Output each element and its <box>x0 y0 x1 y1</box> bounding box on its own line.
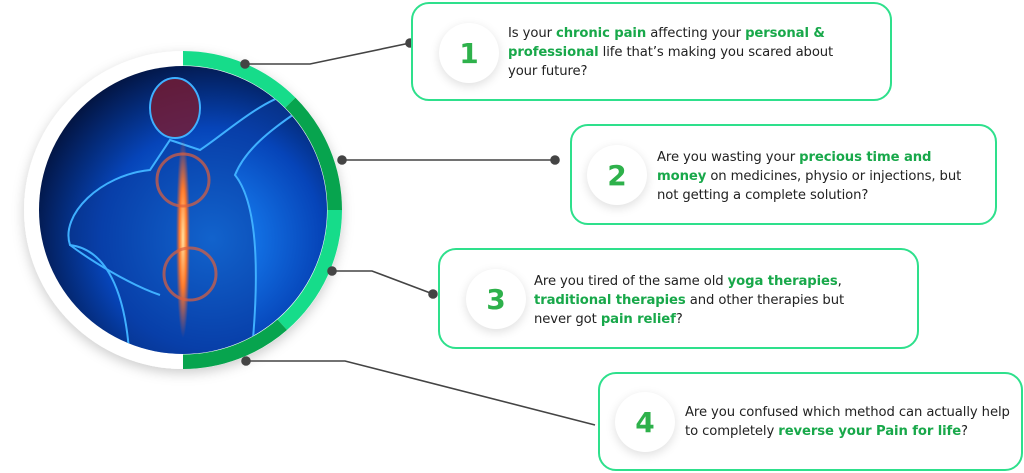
number-badge: 3 <box>466 269 526 329</box>
highlight-text: precious time and money <box>657 150 932 184</box>
text-segment: Are you wasting your <box>657 150 800 165</box>
question-card-3: 3 Are you tired of the same old yoga the… <box>438 248 919 349</box>
question-text: Is your chronic pain affecting your pers… <box>508 24 858 81</box>
number-badge: 1 <box>439 23 499 83</box>
number-badge: 2 <box>587 145 647 205</box>
connector-1 <box>245 42 411 65</box>
number-badge: 4 <box>615 392 675 452</box>
highlight-text: personal & professional <box>508 26 825 60</box>
highlight-text: reverse your Pain for life <box>778 424 962 439</box>
question-text: Are you confused which method can actual… <box>685 403 1015 441</box>
text-segment: ? <box>675 312 683 327</box>
highlight-text: yoga therapies <box>727 274 838 289</box>
text-segment: Are you confused which method can actual… <box>685 405 1010 439</box>
text-segment: Are you tired of the same old <box>534 274 728 289</box>
question-text: Are you wasting your precious time and m… <box>657 148 977 205</box>
question-card-1: 1 Is your chronic pain affecting your pe… <box>411 2 892 101</box>
highlight-text: chronic pain <box>556 26 647 41</box>
text-segment: on medicines, physio or injections, but … <box>657 169 962 203</box>
question-card-4: 4 Are you confused which method can actu… <box>598 372 1023 471</box>
connector-4 <box>246 360 596 426</box>
highlight-text: traditional therapies <box>534 293 686 308</box>
text-segment: life that’s making you scared about your… <box>508 45 834 79</box>
connector-3 <box>332 270 434 295</box>
spine-pain-image <box>24 51 342 369</box>
text-segment: and other therapies but never got <box>534 293 845 327</box>
text-segment: Is your <box>508 26 556 41</box>
text-segment: , <box>837 274 842 289</box>
connectors <box>240 38 596 426</box>
text-segment: ? <box>961 424 968 439</box>
highlight-text: pain relief <box>600 312 676 327</box>
text-segment: affecting your <box>646 26 746 41</box>
question-card-2: 2 Are you wasting your precious time and… <box>570 124 997 225</box>
question-text: Are you tired of the same old yoga thera… <box>534 272 879 329</box>
